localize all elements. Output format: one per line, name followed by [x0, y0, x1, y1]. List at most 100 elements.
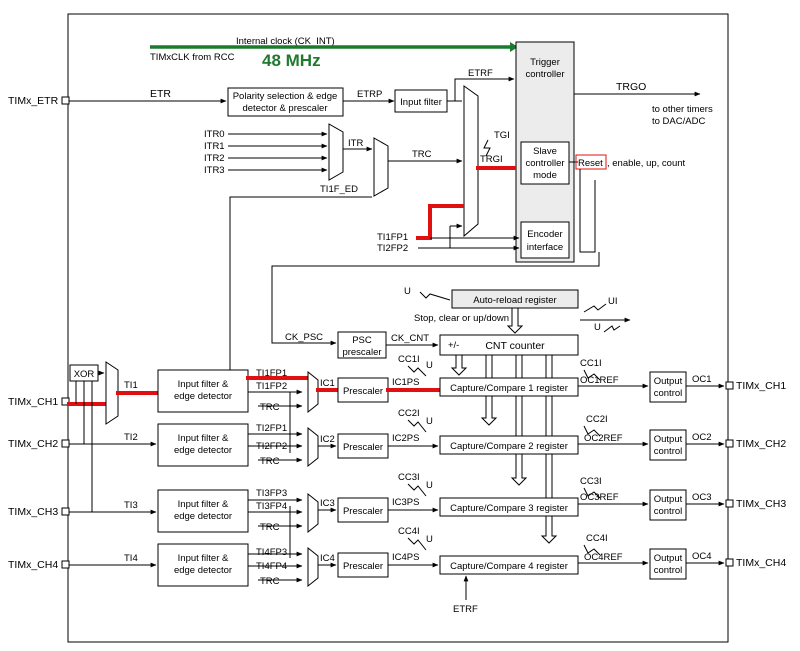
cc4i-label-left: CC4I — [398, 526, 420, 537]
cc1i-label-right: CC1I — [580, 358, 602, 369]
ti4-label: TI4 — [124, 553, 138, 564]
ch4-ic-mux — [307, 546, 319, 588]
ck-psc-label: CK_PSC — [285, 332, 323, 343]
ic1-label: IC1 — [320, 378, 335, 389]
timx-ch4-right-label: TIMx_CH4 — [736, 557, 786, 569]
ch3-output-subtitle: control — [654, 506, 683, 517]
ch2-ti2fp2-label: TI2FP2 — [256, 441, 287, 452]
timx-ch3-right-label: TIMx_CH3 — [736, 498, 786, 510]
slave-subtitle: controller — [525, 158, 564, 169]
cnt-counter-box — [439, 334, 579, 356]
ic1ps-label: IC1PS — [392, 377, 419, 388]
ch1-prescaler-box — [337, 377, 389, 403]
cc1-lightning-icon — [407, 365, 427, 377]
ch1-ti1fp2-label: TI1FP2 — [256, 381, 287, 392]
ch3-ic-mux — [307, 492, 319, 534]
trgi-mux — [463, 85, 479, 238]
tgi-label: TGI — [494, 130, 510, 141]
ch2-output-title: Output — [654, 434, 683, 445]
timx-ch2-right-label: TIMx_CH2 — [736, 438, 786, 450]
u-label-arr: U — [404, 286, 411, 297]
cc4i-label-right: CC4I — [586, 533, 608, 544]
ic3-label: IC3 — [320, 498, 335, 509]
cnt-cc3-arrow — [510, 354, 528, 486]
timx-ch3-left-label: TIMx_CH3 — [8, 506, 58, 518]
pin-timx-ch2-left — [61, 439, 70, 448]
itr1-label: ITR1 — [204, 141, 225, 152]
cc3-register — [439, 497, 579, 517]
ch4-filter-subtitle: edge detector — [174, 565, 232, 576]
ch1-input-filter-box — [157, 369, 249, 413]
etrf-bottom-label: ETRF — [453, 604, 478, 615]
ch4-ti4fp4-label: TI4FP4 — [256, 561, 287, 572]
ch3-input-filter-box — [157, 489, 249, 533]
ch4-filter-title: Input filter & — [178, 553, 229, 564]
cc3-register-label: Capture/Compare 3 register — [450, 503, 568, 514]
trgi-label: TRGI — [480, 154, 503, 165]
ch1-xor-mux — [105, 361, 119, 425]
cc4-lightning-icon — [407, 537, 427, 551]
reset-feedback-path — [579, 169, 596, 253]
reset-label: Reset — [578, 158, 603, 169]
u-arr-lightning-icon — [419, 291, 451, 301]
ch1-output-control — [649, 371, 687, 403]
psc-subtitle: prescaler — [342, 347, 381, 358]
ch1-ic-mux — [307, 370, 319, 414]
ch3-ti3fp3-label: TI3FP3 — [256, 488, 287, 499]
cnt-counter-label: CNT counter — [485, 340, 545, 352]
ch4-trc-label: TRC — [260, 576, 280, 587]
oc1ref-label: OC1REF — [580, 375, 619, 386]
itr-label: ITR — [348, 138, 363, 149]
slave-mode: mode — [533, 170, 557, 181]
ck-cnt-label: CK_CNT — [391, 333, 429, 344]
ch1-output-title: Output — [654, 376, 683, 387]
ti1f-ed-label: TI1F_ED — [320, 184, 358, 195]
encoder-title: Encoder — [527, 229, 562, 240]
pin-timx-ch1-right — [725, 381, 734, 390]
input-filter-label: Input filter — [400, 97, 442, 108]
pin-timx-ch4-right — [725, 558, 734, 567]
ch1-trc-label: TRC — [260, 402, 280, 413]
cc2i-label-left: CC2I — [398, 408, 420, 419]
pin-timx-ch3-left — [61, 507, 70, 516]
psc-title: PSC — [352, 335, 372, 346]
cc1-register-label: Capture/Compare 1 register — [450, 383, 568, 394]
ch3-prescaler-label: Prescaler — [343, 506, 383, 517]
ch3-output-title: Output — [654, 494, 683, 505]
encoder-subtitle: interface — [527, 242, 563, 253]
timx-ch2-left-label: TIMx_CH2 — [8, 438, 58, 450]
ic4ps-label: IC4PS — [392, 552, 419, 563]
u-label-cc1: U — [426, 360, 433, 371]
ck-psc-path — [271, 252, 600, 346]
other-timers-label: to other timers — [652, 104, 713, 115]
ch2-trc-label: TRC — [260, 456, 280, 467]
ch1-prescaler-label: Prescaler — [343, 386, 383, 397]
reset-enable-label: , enable, up, count — [607, 158, 686, 169]
ch1-ti1fp1-label: TI1FP1 — [256, 368, 287, 379]
cc1i-out-lightning-icon — [583, 369, 601, 381]
polarity-subtitle: detector & prescaler — [242, 103, 327, 114]
cc2-register-label: Capture/Compare 2 register — [450, 441, 568, 452]
itr-mux — [328, 123, 344, 181]
timx-clk-label: TIMxCLK from RCC — [150, 52, 235, 63]
ui-label: UI — [608, 296, 618, 307]
ic4-label: IC4 — [320, 553, 335, 564]
u-label-cc2: U — [426, 416, 433, 427]
cc1-register — [439, 377, 579, 397]
u-label-cnt: U — [594, 322, 601, 333]
etrf-label: ETRF — [468, 68, 493, 79]
trigger-title: Trigger — [530, 57, 560, 68]
timx-ch1-left-label: TIMx_CH1 — [8, 396, 58, 408]
cc1i-label-left: CC1I — [398, 354, 420, 365]
internal-clock-label: Internal clock (CK_INT) — [236, 36, 335, 47]
pin-timx-ch1-left — [61, 397, 70, 406]
tgi-lightning-icon — [483, 139, 491, 157]
ch3-filter-title: Input filter & — [178, 499, 229, 510]
u-label-cc3: U — [426, 480, 433, 491]
ch1-output-subtitle: control — [654, 388, 683, 399]
oc3ref-label: OC3REF — [580, 492, 619, 503]
ch2-ti2fp1-label: TI2FP1 — [256, 423, 287, 434]
ti2fp2-label: TI2FP2 — [377, 243, 408, 254]
ch4-output-title: Output — [654, 553, 683, 564]
ch2-output-subtitle: control — [654, 446, 683, 457]
